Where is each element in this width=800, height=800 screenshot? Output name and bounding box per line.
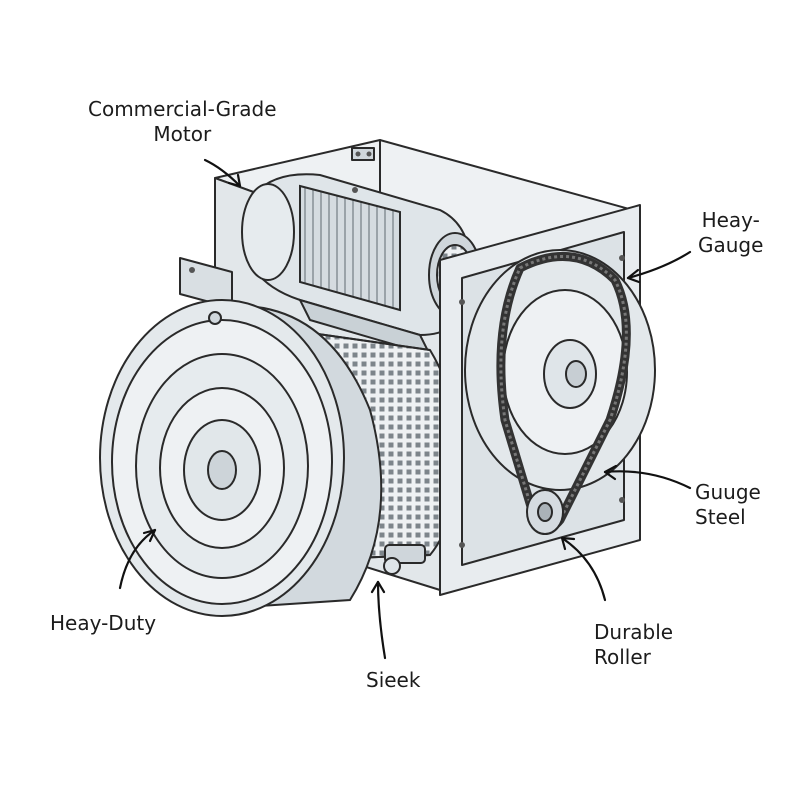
callout-heavy-duty: Heay-Duty (50, 611, 156, 636)
callout-steel-line2: Steel (695, 505, 746, 529)
callout-roller-line2: Roller (594, 645, 651, 669)
front-flange (99, 299, 383, 617)
callout-sleek-line1: Sieek (366, 668, 421, 692)
callout-gauge-line2: Gauge (698, 233, 764, 257)
callout-commercial-grade-motor: Commercial-Grade Motor (88, 97, 277, 147)
belt-drive-frame (439, 204, 656, 596)
callout-durable-roller: Durable Roller (594, 620, 673, 670)
callout-heavy-gauge: Heay- Gauge (698, 208, 763, 258)
callout-motor-line2: Motor (153, 122, 212, 146)
leader-arrows (118, 158, 692, 660)
callout-roller-line1: Durable (594, 620, 674, 644)
callout-gauge-steel: Guuge Steel (695, 480, 761, 530)
callout-motor-line1: Commercial-Grade (88, 97, 277, 121)
callout-duty-line1: Heay-Duty (50, 611, 157, 635)
callout-gauge-line1: Heay- (701, 208, 760, 232)
callout-steel-line1: Guuge (695, 480, 761, 504)
callout-sleek: Sieek (366, 668, 420, 693)
